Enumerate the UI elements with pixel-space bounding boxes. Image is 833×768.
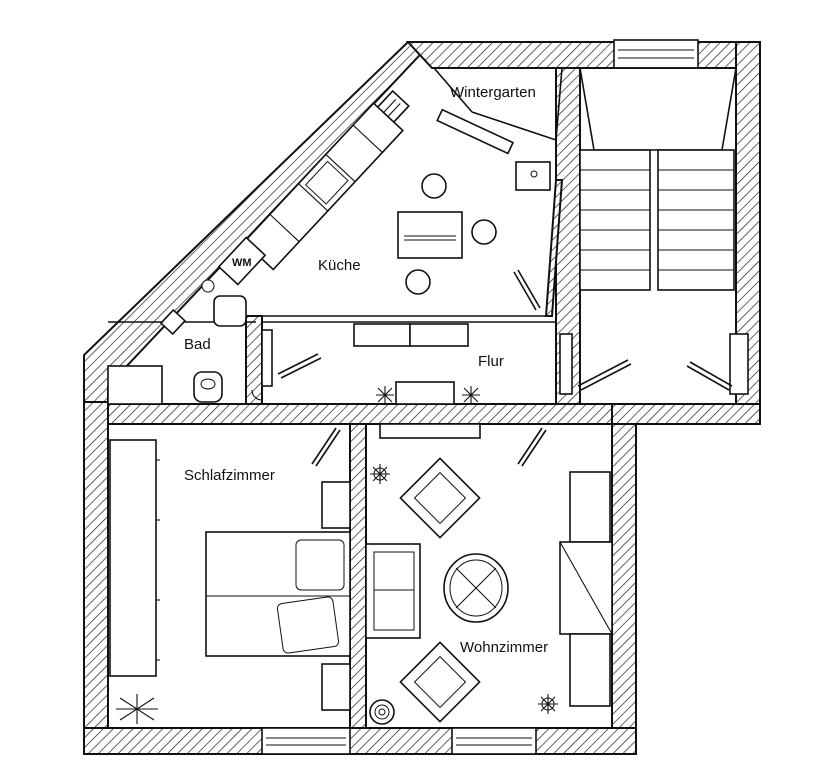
room-label-bad: Bad <box>184 336 211 353</box>
kitchen-furniture: WM <box>217 102 551 295</box>
wintergarten-door <box>436 108 515 155</box>
room-label-wohnzimmer: Wohnzimmer <box>460 639 548 656</box>
double-bed <box>205 531 351 657</box>
wall-east-step <box>611 403 761 425</box>
wall-west <box>83 401 109 755</box>
wardrobe <box>109 439 157 677</box>
wall-east-lower <box>611 421 637 755</box>
hallway-furniture <box>353 323 481 439</box>
bedroom-furniture <box>109 439 351 724</box>
window-bottom-left <box>261 727 351 755</box>
kitchen-cabinet <box>515 161 551 191</box>
room-labels: Wintergarten Küche Bad Flur Schlafzimmer… <box>184 84 548 656</box>
armchair <box>399 641 481 723</box>
plant-icon <box>369 699 395 725</box>
washing-machine <box>217 236 267 286</box>
living-room-furniture <box>365 457 613 725</box>
wall-kitchen-east-diagonal <box>544 179 564 317</box>
interior-lines <box>108 67 563 323</box>
nightstand <box>321 481 351 529</box>
wall-south <box>83 727 637 755</box>
dining-table <box>397 173 497 295</box>
room-label-wintergarten: Wintergarten <box>450 84 536 101</box>
room-label-kueche: Küche <box>318 257 361 274</box>
nightstand <box>321 663 351 711</box>
wall-bad-flur <box>245 315 263 405</box>
room-label-schlafzimmer: Schlafzimmer <box>184 467 275 484</box>
shelf-unit <box>559 471 613 707</box>
wall-flur-south <box>107 403 613 425</box>
room-label-flur: Flur <box>478 353 504 370</box>
washbasin <box>213 295 247 327</box>
ceiling-light-icon <box>370 464 390 484</box>
coffee-table <box>443 553 509 623</box>
staircase <box>579 67 749 395</box>
sofa <box>365 543 421 639</box>
window-bottom-right <box>451 727 537 755</box>
doors <box>251 269 733 467</box>
bathroom-fixtures <box>107 279 247 405</box>
washing-machine-label: WM <box>232 257 252 269</box>
wall-bedroom-living <box>349 423 367 729</box>
ceiling-light-icon <box>376 386 394 404</box>
shower <box>107 365 163 405</box>
ceiling-light-icon <box>462 386 480 404</box>
armchair <box>399 457 481 539</box>
ceiling-light-icon <box>538 694 558 714</box>
window-top <box>613 39 699 69</box>
floor-lamp-icon <box>116 694 158 724</box>
wall-north <box>405 41 761 69</box>
